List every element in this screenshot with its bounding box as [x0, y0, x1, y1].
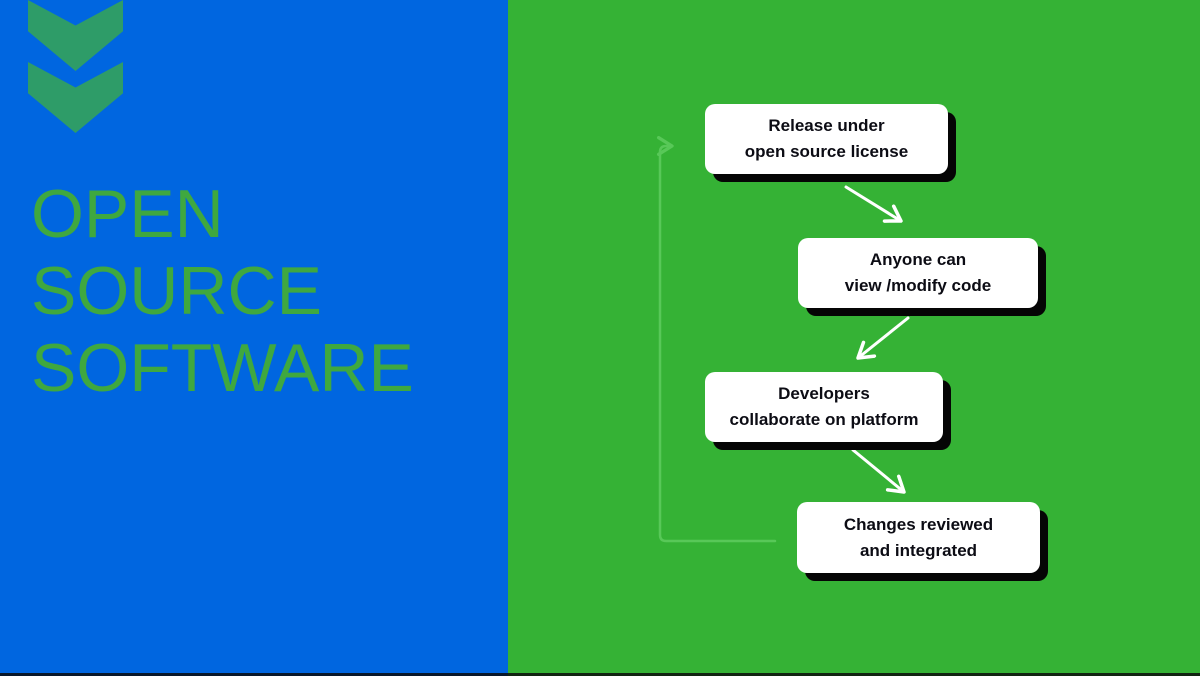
flow-step-collaborate: Developers collaborate on platform: [705, 372, 943, 442]
page-title: OPEN SOURCE SOFTWARE: [31, 176, 414, 407]
title-line-2: SOURCE: [31, 253, 322, 329]
flow-step-text: Changes reviewed: [843, 514, 994, 534]
flow-step-text: and integrated: [859, 540, 978, 560]
flow-step-text: Anyone can: [869, 250, 967, 269]
right-green-panel: [508, 0, 1200, 676]
bottom-edge-strip: [0, 673, 1200, 676]
title-line-1: OPEN: [31, 176, 224, 252]
chevron-down-icon: [28, 62, 123, 133]
flow-step-text: view /modify code: [844, 276, 992, 295]
left-blue-panel: OPEN SOURCE SOFTWARE: [0, 0, 508, 676]
flow-step-text: open source license: [744, 142, 909, 161]
flow-step-text: collaborate on platform: [729, 410, 919, 429]
chevron-down-icon: [28, 0, 123, 71]
flow-step-text: Developers: [778, 384, 870, 403]
flow-step-text: Release under: [768, 116, 885, 135]
title-line-3: SOFTWARE: [31, 330, 414, 406]
flow-step-release: Release under open source license: [705, 104, 948, 174]
flow-step-review-integrate: Changes reviewed and integrated: [797, 502, 1040, 573]
flow-step-view-modify: Anyone can view /modify code: [798, 238, 1038, 308]
